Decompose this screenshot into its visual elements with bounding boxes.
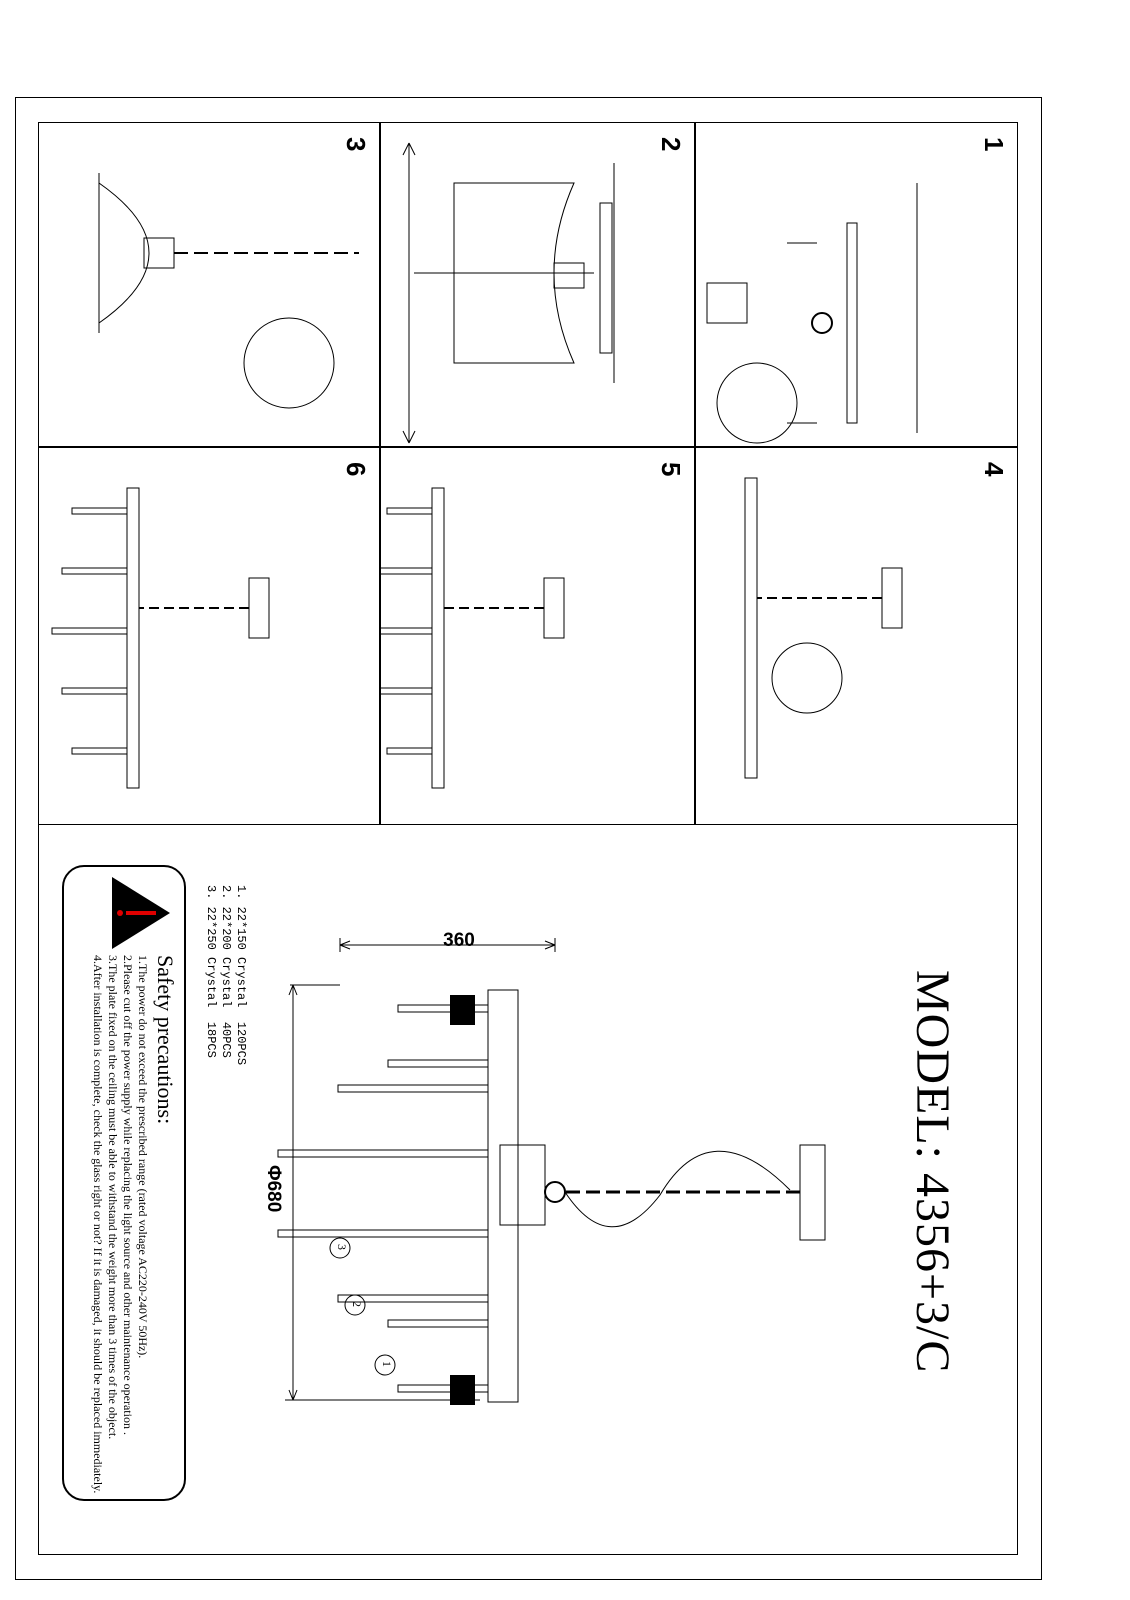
callout-3: 3 — [335, 1244, 349, 1250]
callout-1: 1 — [380, 1361, 394, 1367]
step-panel-5: 5 — [379, 447, 695, 825]
safety-box: Safety precautions: 1.The power do not e… — [62, 865, 186, 1501]
candle-socket — [450, 995, 475, 1025]
crystal-item: 3. 22*250 Crystal 18PCS — [204, 885, 218, 1058]
ceiling-canopy — [799, 1144, 826, 1241]
power-cord — [564, 1150, 791, 1228]
step-panel-3: 3 — [38, 122, 380, 447]
safety-list: 1.The power do not exceed the prescribed… — [90, 955, 150, 1493]
crystal-rod — [337, 1294, 489, 1303]
step-panel-1: 1 — [695, 122, 1018, 447]
frame-hanging-illustration — [744, 477, 903, 779]
warning-icon — [112, 877, 170, 949]
crystal-rod — [397, 1384, 489, 1393]
step-panel-6: 6 — [38, 447, 380, 825]
crystal-attach-illustration — [379, 487, 565, 789]
safety-item: 4.After installation is complete, check … — [91, 955, 105, 1494]
center-hub — [499, 1144, 546, 1226]
diameter-dimension: Φ680 — [263, 1165, 284, 1213]
step-panel-2: 2 — [380, 122, 695, 447]
crystal-rod — [397, 1004, 489, 1013]
crystal-parts-list: 1. 22*150 Crystal 120PCS 2. 22*200 Cryst… — [203, 885, 248, 1065]
crystal-rods — [277, 1004, 489, 1393]
candle-socket — [450, 1375, 475, 1405]
canopy-height-adjust-illustration — [402, 142, 615, 444]
canopy-wiring-illustration — [98, 173, 359, 409]
safety-title: Safety precautions: — [153, 955, 178, 1125]
completed-fixture-illustration — [51, 487, 270, 789]
ceiling-hook-mounting-illustration — [706, 183, 918, 444]
crystal-item: 1. 22*150 Crystal 120PCS — [234, 885, 248, 1066]
crystal-rod — [387, 1319, 489, 1328]
safety-item: 1.The power do not exceed the prescribed… — [136, 955, 150, 1359]
callout-2: 2 — [350, 1301, 364, 1307]
crystal-rod — [277, 1149, 489, 1158]
crystal-item: 2. 22*200 Crystal 40PCS — [219, 885, 233, 1058]
crystal-rod — [277, 1229, 489, 1238]
crystal-rod — [337, 1084, 489, 1093]
step-panel-4: 4 — [695, 447, 1018, 825]
safety-item: 2.Please cut off the power supply while … — [121, 955, 135, 1435]
safety-item: 3.The plate fixed on the ceiling must be… — [106, 955, 120, 1440]
frame — [487, 989, 519, 1403]
crystal-rod — [387, 1059, 489, 1068]
height-dimension: 360 — [443, 929, 475, 951]
